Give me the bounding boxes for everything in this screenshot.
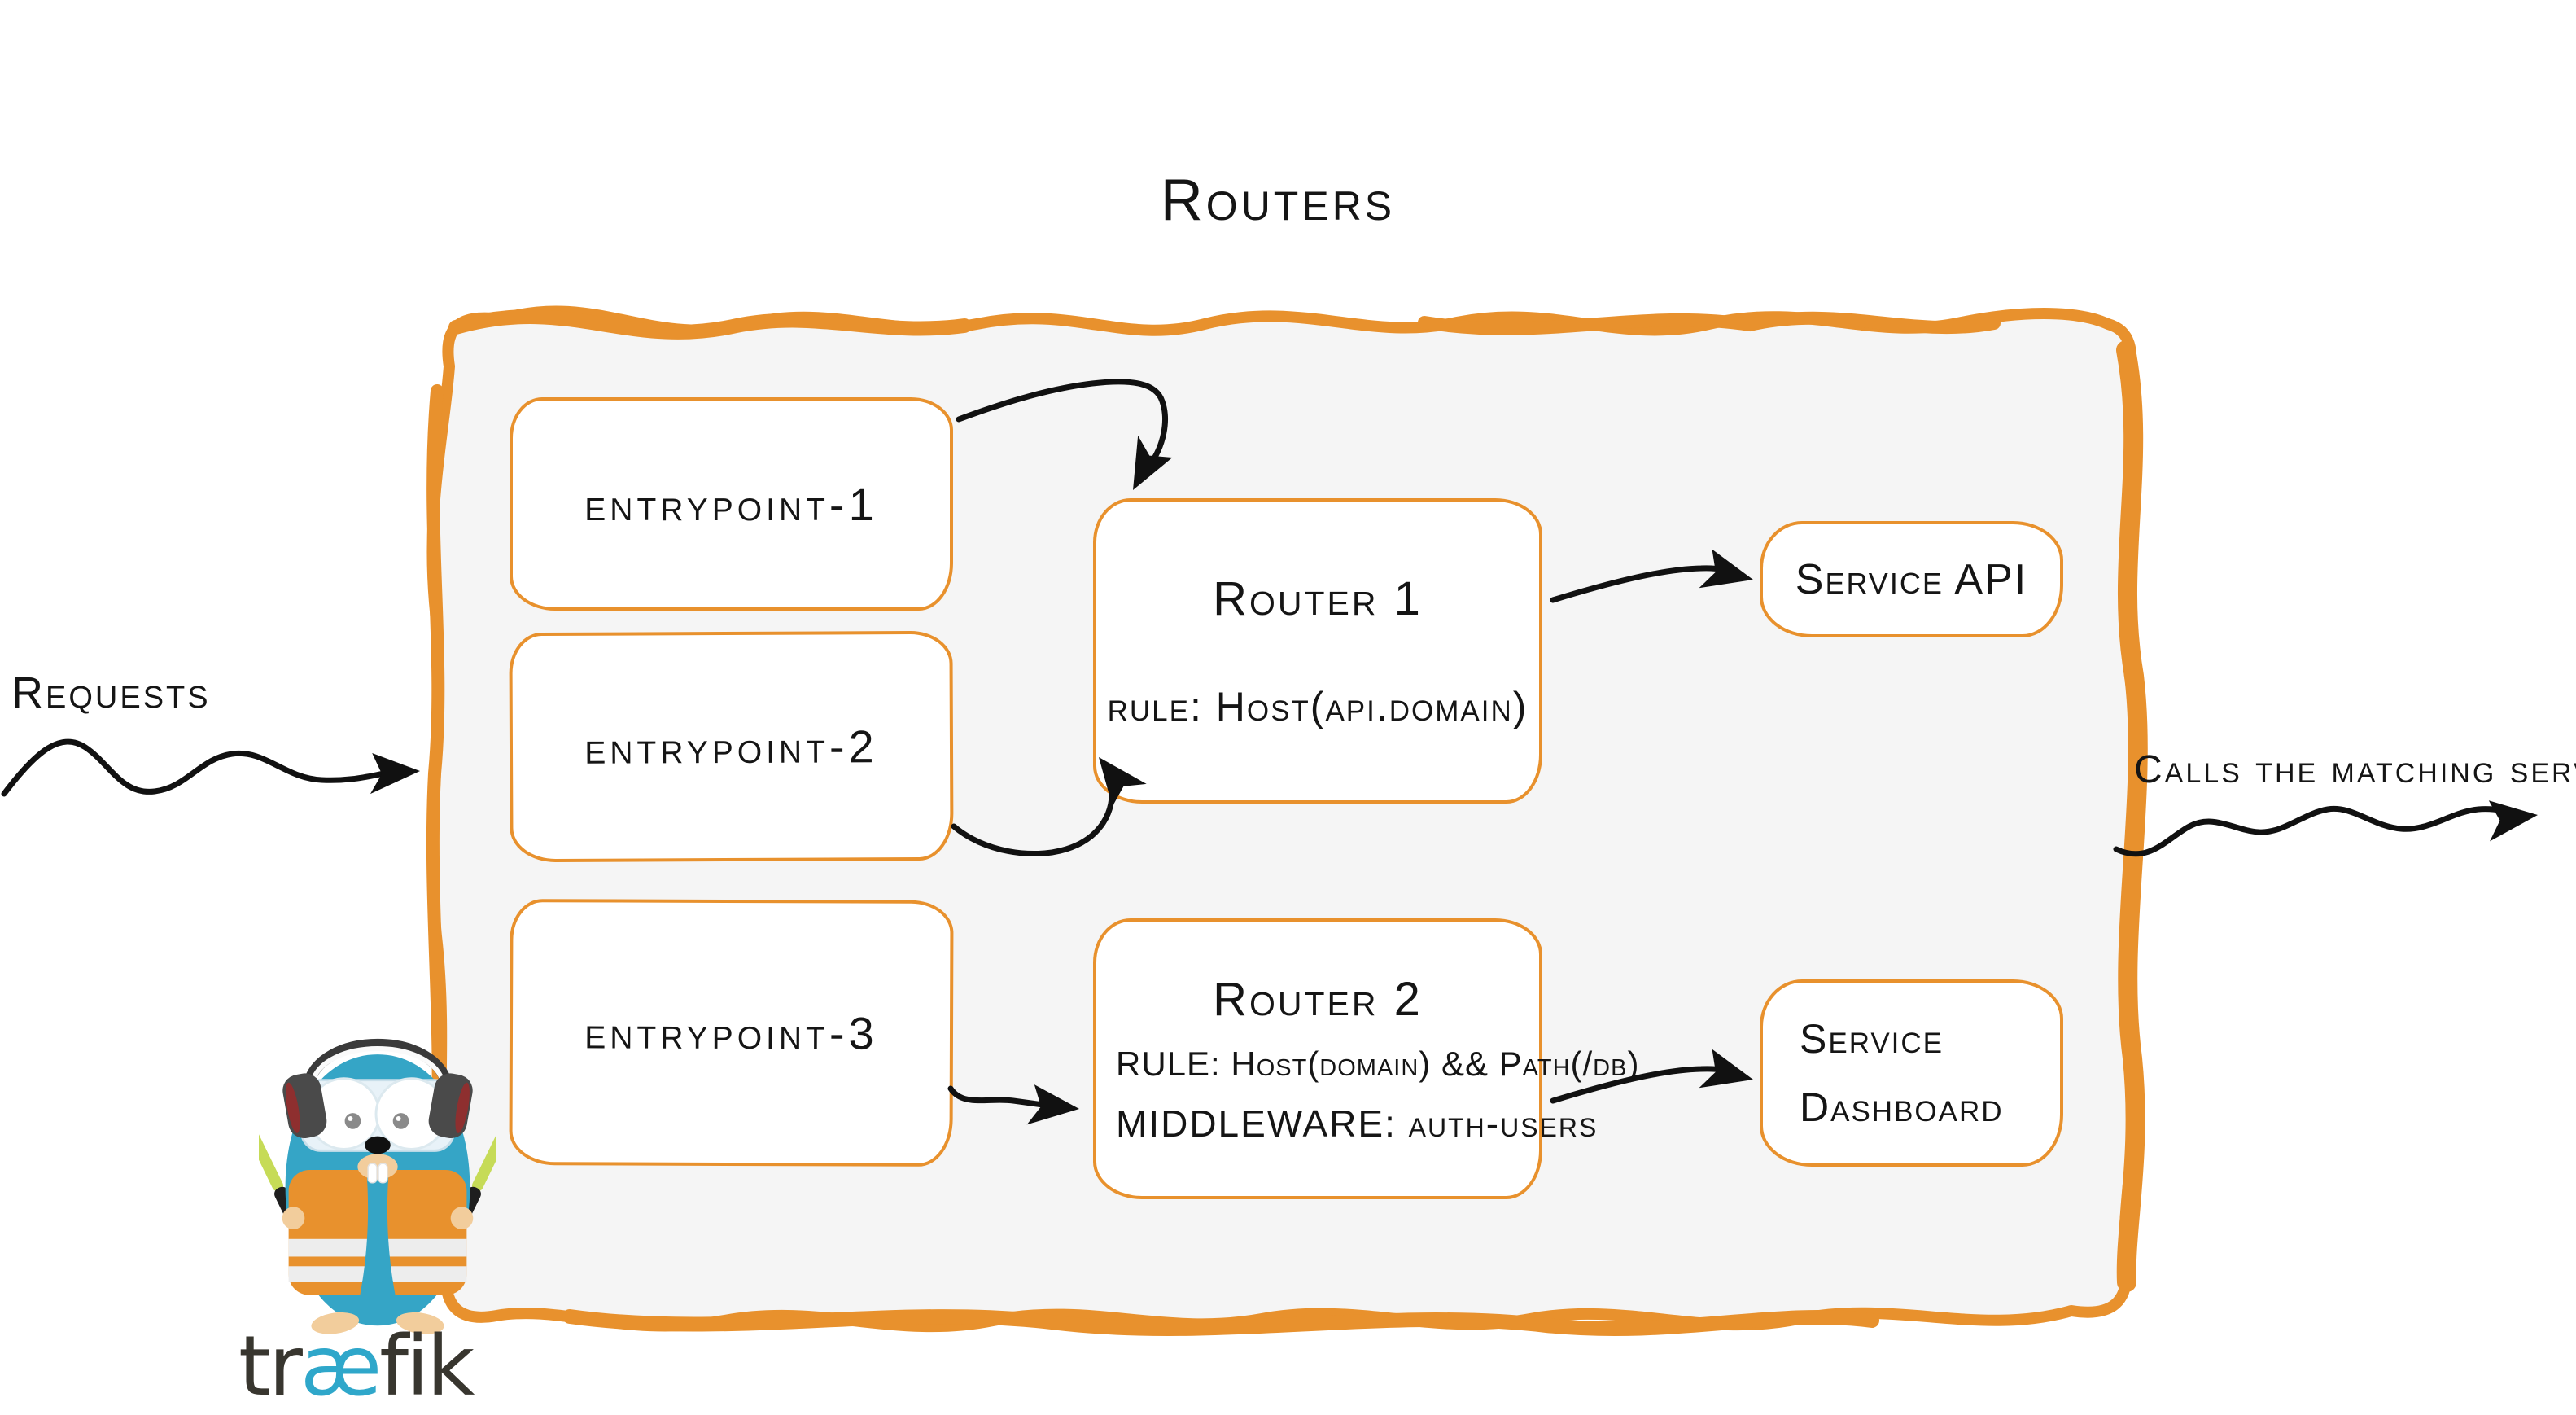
gopher-safety-vest — [288, 1170, 467, 1295]
gopher-headphones — [282, 1039, 473, 1139]
page-title: Routers — [1160, 168, 1396, 233]
entrypoint-3-label: entrypoint-3 — [584, 1006, 878, 1059]
gopher-nose — [365, 1136, 391, 1154]
service-dashboard-node: Service Dashboard — [1760, 979, 2063, 1167]
router-1-title: Router 1 — [1213, 572, 1423, 625]
entrypoint-2-label: entrypoint-2 — [584, 720, 878, 773]
calls-label: Calls the matching server — [2134, 748, 2576, 791]
gopher-right-foot — [396, 1312, 444, 1334]
gopher-muzzle — [357, 1154, 398, 1184]
service-dashboard-label-line2: Dashboard — [1800, 1084, 2004, 1130]
traefik-wordmark: træfik — [238, 1325, 475, 1408]
router-2-middleware: MIDDLEWARE: auth-users — [1116, 1102, 1599, 1145]
entrypoint-1-node: entrypoint-1 — [510, 397, 953, 611]
router-2-rule: RULE: Host(domain) && Path(/db) — [1116, 1045, 1640, 1083]
router-1-node: Router 1 rule: Host(api.domain) — [1093, 498, 1542, 804]
entrypoint-2-node: entrypoint-2 — [509, 630, 954, 863]
entrypoint-3-node: entrypoint-3 — [509, 899, 954, 1167]
gopher-goggles — [300, 1077, 456, 1152]
wordmark-ae: æ — [300, 1318, 382, 1415]
traefik-gopher-icon — [259, 1039, 496, 1334]
service-api-node: Service API — [1760, 521, 2063, 637]
router-1-rule: rule: Host(api.domain) — [1107, 684, 1529, 729]
router-2-title: Router 2 — [1213, 973, 1423, 1026]
service-dashboard-label-line1: Service — [1800, 1016, 1944, 1062]
wordmark-fik: fik — [379, 1318, 475, 1415]
gopher-left-hand — [282, 1207, 305, 1229]
router-2-node: Router 2 RULE: Host(domain) && Path(/db)… — [1093, 918, 1638, 1199]
gopher-right-hand — [450, 1207, 474, 1229]
service-api-label: Service API — [1795, 555, 2028, 603]
entrypoint-1-label: entrypoint-1 — [584, 478, 878, 530]
gopher-left-foot — [311, 1312, 360, 1334]
requests-label: Requests — [11, 668, 211, 717]
wordmark-tr: tr — [238, 1318, 303, 1415]
